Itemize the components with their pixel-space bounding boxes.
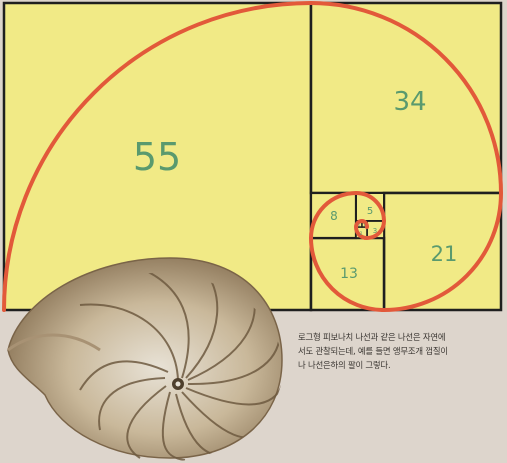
label-34: 34 bbox=[393, 87, 426, 117]
label-21: 21 bbox=[431, 242, 458, 266]
label-2: 2 bbox=[360, 231, 363, 237]
label-1a: 1 bbox=[358, 223, 360, 227]
label-1b: 1 bbox=[363, 223, 365, 227]
label-13: 13 bbox=[340, 266, 358, 282]
label-8: 8 bbox=[330, 209, 338, 223]
label-55: 55 bbox=[133, 135, 181, 179]
square-34 bbox=[309, 1, 503, 195]
squares-group bbox=[2, 1, 503, 312]
square-13 bbox=[309, 236, 386, 312]
nautilus-shell-image bbox=[7, 257, 283, 461]
caption-text: 로그형 피보나치 나선과 같은 나선은 자연에서도 관찰되는데, 예를 들면 앵… bbox=[298, 332, 448, 370]
label-5: 5 bbox=[367, 206, 373, 217]
golden-spiral bbox=[2, 0, 504, 313]
square-21 bbox=[382, 191, 503, 312]
label-3: 3 bbox=[373, 227, 377, 235]
